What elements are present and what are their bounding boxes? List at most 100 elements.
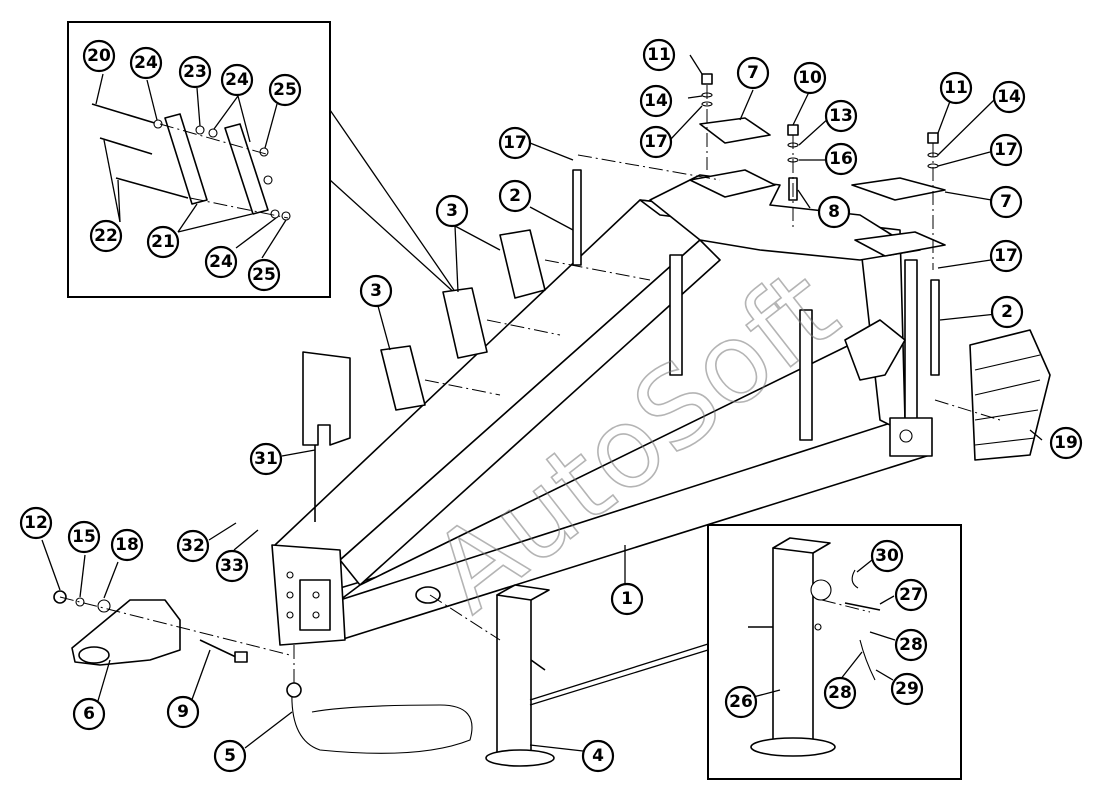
callout-14b: 14 <box>992 80 1026 114</box>
front-mount <box>299 579 331 631</box>
svg-text:24: 24 <box>225 70 249 90</box>
leader <box>687 95 703 99</box>
rib <box>974 409 1039 421</box>
leader <box>146 79 158 121</box>
rear-post <box>799 309 813 441</box>
svg-text:11: 11 <box>647 45 671 65</box>
plate-7a <box>699 117 771 144</box>
washer <box>208 128 218 138</box>
washer-15 <box>75 597 85 607</box>
mud-flap-plate <box>302 351 351 446</box>
svg-text:1: 1 <box>621 589 633 609</box>
callout-6: 6 <box>72 697 106 731</box>
svg-text:22: 22 <box>94 226 118 246</box>
svg-text:28: 28 <box>828 683 852 703</box>
jack-top <box>772 537 831 554</box>
centerline <box>577 154 721 181</box>
svg-text:17: 17 <box>644 132 668 152</box>
callout-28b: 28 <box>823 676 857 710</box>
callouts: 1 2 2 3 3 4 5 6 7 7 8 9 10 11 11 12 13 1… <box>19 38 1083 773</box>
callout-17a: 17 <box>498 126 532 160</box>
leader <box>261 219 287 259</box>
svg-text:17: 17 <box>994 246 1018 266</box>
pin-head <box>234 651 248 663</box>
callout-8: 8 <box>817 195 851 229</box>
clip-30 <box>851 569 859 589</box>
svg-text:30: 30 <box>875 546 899 566</box>
wheel-chock <box>969 329 1051 461</box>
callout-25a: 25 <box>268 73 302 107</box>
callout-23: 23 <box>178 55 212 89</box>
leader <box>529 649 709 706</box>
svg-text:32: 32 <box>181 536 205 556</box>
hole <box>312 611 320 619</box>
callout-24c: 24 <box>204 245 238 279</box>
bracket-21b <box>224 123 269 215</box>
pin-27 <box>844 602 881 611</box>
callout-7a: 7 <box>736 56 770 90</box>
svg-text:14: 14 <box>644 91 668 111</box>
centerline <box>159 123 267 155</box>
nut <box>263 175 273 185</box>
callout-22: 22 <box>89 219 123 253</box>
jack-top <box>496 584 550 601</box>
callout-5: 5 <box>213 739 247 773</box>
leader <box>264 103 278 149</box>
callout-16: 16 <box>824 142 858 176</box>
callout-15: 15 <box>67 520 101 554</box>
svg-text:15: 15 <box>72 527 96 547</box>
rib <box>974 437 1036 446</box>
svg-text:31: 31 <box>254 449 278 469</box>
leader <box>208 522 237 541</box>
leader <box>529 142 574 161</box>
leader <box>329 109 459 297</box>
leader <box>235 217 277 249</box>
svg-text:2: 2 <box>509 186 521 206</box>
leader <box>95 73 104 105</box>
callout-10: 10 <box>793 61 827 95</box>
washer <box>153 119 163 129</box>
chain <box>291 689 473 754</box>
centerline <box>934 399 1001 421</box>
centerline <box>189 197 289 219</box>
crank <box>530 659 546 671</box>
leader <box>79 554 86 598</box>
nut-10 <box>787 124 799 136</box>
jack-socket <box>415 586 441 604</box>
callout-11a: 11 <box>642 38 676 72</box>
svg-text:18: 18 <box>115 535 139 555</box>
front-hitch <box>53 590 291 666</box>
leader <box>529 643 709 701</box>
long-bolt-a <box>572 169 582 266</box>
jack-foot <box>485 749 555 767</box>
safety-chain-5 <box>286 645 473 754</box>
leader <box>103 561 119 599</box>
svg-text:14: 14 <box>997 87 1021 107</box>
callout-3a: 3 <box>435 194 469 228</box>
plate-7b <box>851 177 946 201</box>
hole <box>286 611 294 619</box>
clip-28 <box>859 639 876 681</box>
svg-text:28: 28 <box>899 635 923 655</box>
callout-28a: 28 <box>894 628 928 662</box>
plate-31 <box>302 351 351 522</box>
svg-text:26: 26 <box>729 692 753 712</box>
hole <box>286 591 294 599</box>
leader <box>177 213 253 233</box>
leader <box>196 87 201 127</box>
callout-4: 4 <box>581 739 615 773</box>
rib <box>974 354 1041 371</box>
callout-17c: 17 <box>989 133 1023 167</box>
svg-text:25: 25 <box>273 80 297 100</box>
leader <box>879 595 895 605</box>
bolt-22a <box>99 137 153 155</box>
callout-19: 19 <box>1049 426 1083 460</box>
svg-text:11: 11 <box>944 78 968 98</box>
svg-text:7: 7 <box>1000 192 1012 212</box>
svg-text:33: 33 <box>220 556 244 576</box>
svg-text:10: 10 <box>798 68 822 88</box>
leader <box>689 54 703 75</box>
svg-text:3: 3 <box>370 281 382 301</box>
rib <box>974 379 1041 396</box>
